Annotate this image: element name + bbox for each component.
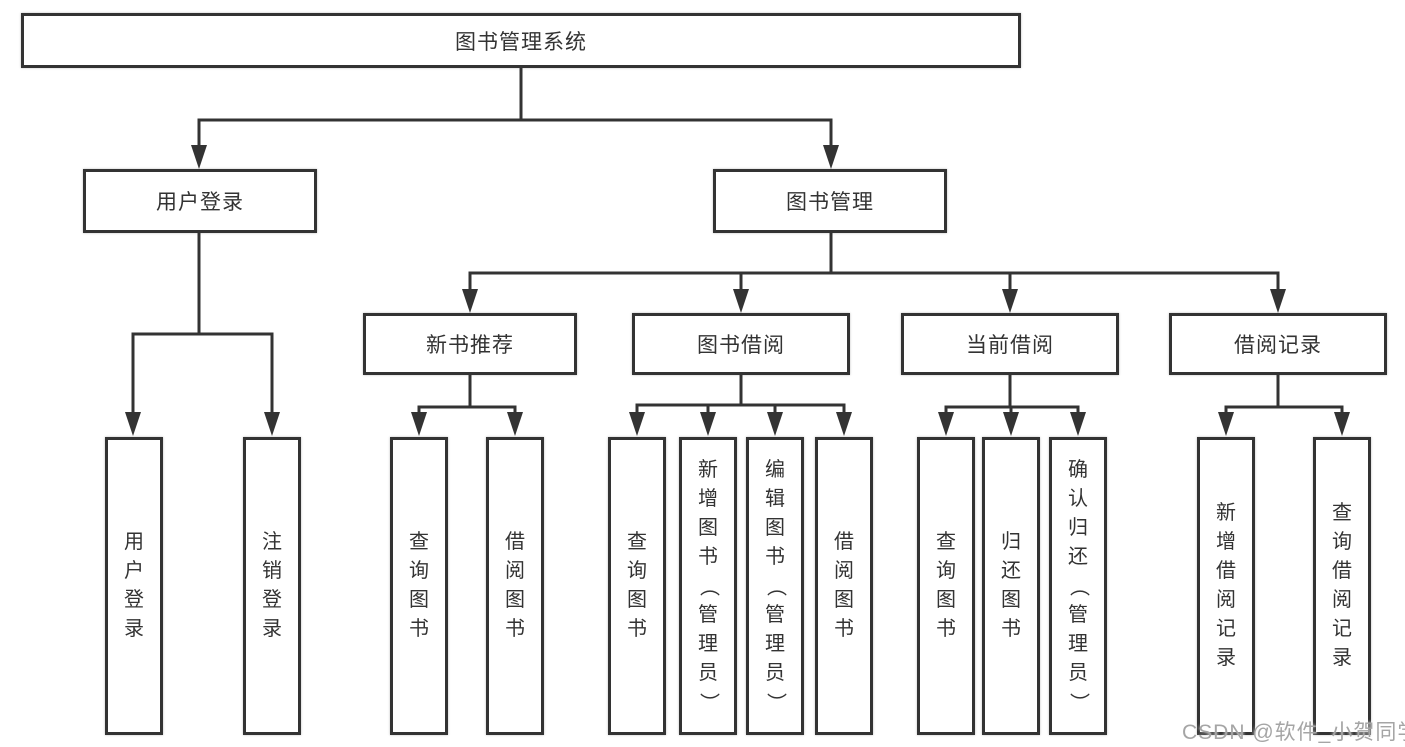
node-book-management: 图书管理 (713, 169, 947, 233)
leaf-records-add-record: 新增借阅记录 (1197, 437, 1255, 735)
connector-new-book-children (411, 373, 523, 436)
node-root-label: 图书管理系统 (455, 30, 587, 54)
leaf-borrow-query-books: 查询图书 (608, 437, 666, 735)
leaf-records-add-record-label: 新增借阅记录 (1216, 502, 1236, 669)
connector-user-login-children (125, 231, 280, 436)
connector-current-borrowing-children (938, 373, 1086, 436)
leaf-user-login-label: 用户登录 (124, 531, 144, 640)
connector-book-borrowing-children (629, 373, 852, 436)
leaf-borrow-borrow-books: 借阅图书 (815, 437, 873, 735)
leaf-borrow-add-books-admin-label: 新增图书（管理员） (697, 458, 720, 713)
leaf-newrec-query-books-label: 查询图书 (409, 531, 429, 640)
node-new-book-recommend-label: 新书推荐 (426, 334, 514, 357)
node-book-borrowing: 图书借阅 (632, 313, 850, 375)
connector-root-to-level2 (191, 66, 839, 169)
leaf-current-confirm-return-admin: 确认归还（管理员） (1049, 437, 1107, 735)
leaf-newrec-borrow-books-label: 借阅图书 (505, 531, 525, 640)
node-book-management-label: 图书管理 (786, 191, 874, 214)
node-book-borrowing-label: 图书借阅 (697, 334, 785, 357)
leaf-current-query-books: 查询图书 (917, 437, 975, 735)
leaf-borrow-edit-books-admin-label: 编辑图书（管理员） (764, 458, 787, 713)
leaf-logout: 注销登录 (243, 437, 301, 735)
leaf-current-confirm-return-admin-label: 确认归还（管理员） (1067, 458, 1090, 713)
connector-book-management-to-level3 (462, 231, 1286, 313)
node-borrowing-records-label: 借阅记录 (1234, 334, 1322, 357)
leaf-records-query-record-label: 查询借阅记录 (1332, 502, 1352, 669)
leaf-logout-label: 注销登录 (262, 531, 282, 640)
leaf-borrow-borrow-books-label: 借阅图书 (834, 531, 854, 640)
leaf-records-query-record: 查询借阅记录 (1313, 437, 1371, 735)
leaf-borrow-add-books-admin: 新增图书（管理员） (679, 437, 737, 735)
node-borrowing-records: 借阅记录 (1169, 313, 1387, 375)
leaf-current-return-books: 归还图书 (982, 437, 1040, 735)
leaf-borrow-query-books-label: 查询图书 (627, 531, 647, 640)
node-new-book-recommend: 新书推荐 (363, 313, 577, 375)
leaf-borrow-edit-books-admin: 编辑图书（管理员） (746, 437, 804, 735)
node-user-login: 用户登录 (83, 169, 317, 233)
node-current-borrowing: 当前借阅 (901, 313, 1119, 375)
leaf-newrec-borrow-books: 借阅图书 (486, 437, 544, 735)
node-user-login-label: 用户登录 (156, 191, 244, 214)
watermark-text: CSDN @软件_小贺同学 (1182, 721, 1405, 744)
node-root: 图书管理系统 (21, 13, 1021, 68)
connector-borrowing-records-children (1218, 373, 1350, 436)
leaf-current-return-books-label: 归还图书 (1001, 531, 1021, 640)
leaf-current-query-books-label: 查询图书 (936, 531, 956, 640)
leaf-user-login: 用户登录 (105, 437, 163, 735)
node-current-borrowing-label: 当前借阅 (966, 334, 1054, 357)
leaf-newrec-query-books: 查询图书 (390, 437, 448, 735)
